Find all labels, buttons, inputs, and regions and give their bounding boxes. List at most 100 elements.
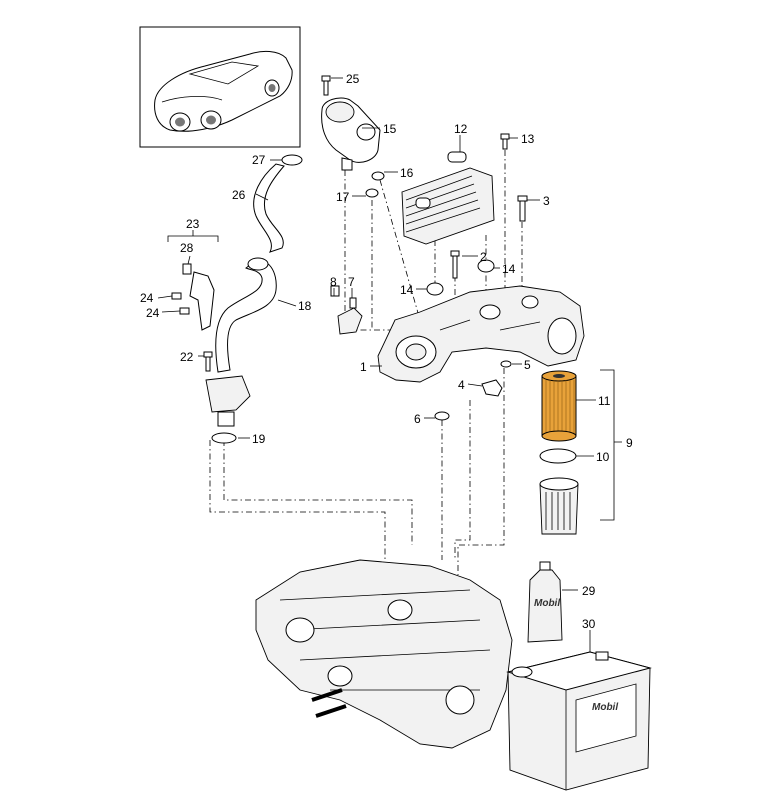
- bracket-body: [189, 271, 215, 331]
- part-24-bolt-lower: [179, 307, 190, 315]
- canister-spout: [511, 666, 533, 678]
- car-windshield: [188, 61, 260, 85]
- part-14-seal-left: [426, 282, 444, 296]
- housing-port-2: [521, 295, 539, 309]
- car-front-hub: [175, 117, 185, 127]
- bolt-head: [321, 75, 331, 82]
- leader-18: [277, 299, 297, 307]
- bolt-shank: [323, 80, 329, 96]
- cooler-body: [401, 167, 495, 245]
- callout-1: 1: [360, 360, 367, 374]
- housing-filter-seat: [547, 317, 577, 355]
- engine-studs: [311, 688, 347, 718]
- callout-28: 28: [180, 241, 194, 255]
- engine-cam-right: [445, 685, 475, 715]
- part-3-bolt: [517, 195, 528, 222]
- part-25-bolt: [321, 75, 331, 96]
- bottle-cap: [539, 561, 551, 571]
- filter-cap-ribs: [545, 492, 571, 530]
- part-26-hose: [253, 163, 285, 253]
- canister-handle: [595, 651, 609, 661]
- bolt-22-shank: [205, 356, 211, 372]
- part-29-oil-bottle: Mobil: [527, 561, 563, 643]
- cooler-pipe-2: [415, 197, 431, 209]
- car-line: [161, 96, 223, 103]
- callout-18: 18: [298, 299, 312, 313]
- clamp-ring: [281, 154, 303, 166]
- callout-29: 29: [582, 584, 596, 598]
- part-8-bolt: [330, 285, 340, 297]
- callout-15: 15: [383, 122, 397, 136]
- engine-block-ribs: [279, 589, 491, 691]
- bolt-13-head: [500, 133, 510, 140]
- part-10-o-ring: [539, 448, 577, 464]
- engine-pulley: [327, 665, 353, 687]
- part-2-bolt: [450, 250, 460, 279]
- dash-line-18: [223, 440, 413, 545]
- callout-27: 27: [252, 153, 266, 167]
- callout-8: 8: [330, 275, 337, 289]
- bracket-9: [600, 369, 622, 521]
- part-12-oil-cooler: [401, 151, 495, 245]
- part-22-bolt: [203, 351, 213, 372]
- callout-24-lower: 24: [146, 306, 160, 320]
- canister-label-area: [575, 683, 637, 753]
- callout-25: 25: [346, 72, 360, 86]
- part-11-filter-element: [541, 370, 577, 442]
- leader-lines: [157, 77, 596, 652]
- sensor-pin: [349, 297, 357, 309]
- housing-boss-inner: [405, 343, 427, 361]
- canister-top: [506, 651, 652, 691]
- part-19-o-ring: [211, 432, 237, 444]
- leader-4: [467, 383, 483, 387]
- bracket-23: [167, 230, 219, 242]
- bottle-brand: Mobil: [534, 598, 560, 609]
- filter-pleats: [545, 380, 575, 434]
- bolt-2-head: [450, 250, 460, 257]
- engine-cam-center: [387, 599, 413, 621]
- part-14-seal-right: [477, 259, 495, 273]
- callout-14-left: 14: [400, 283, 414, 297]
- part-13-bolt: [500, 133, 510, 150]
- car-rear-hub: [268, 84, 276, 92]
- part-28-clip: [182, 263, 192, 275]
- filter-cap-top: [539, 477, 579, 491]
- callout-16: 16: [400, 166, 414, 180]
- engine-cam-left: [285, 617, 315, 643]
- callout-9: 9: [626, 436, 633, 450]
- pipe-body: [215, 260, 277, 373]
- callout-17: 17: [336, 190, 350, 204]
- leader-26: [255, 193, 269, 201]
- housing-neck: [341, 157, 353, 171]
- part-6-ring: [434, 411, 450, 421]
- callout-7: 7: [348, 275, 355, 289]
- pipe-stub: [217, 411, 235, 427]
- part-17-o-ring: [365, 188, 379, 198]
- bolt-3-head: [517, 195, 528, 202]
- housing-ribs: [439, 319, 541, 331]
- filter-element-bottom: [541, 430, 577, 442]
- dash-line-4: [454, 400, 471, 560]
- part-16-o-ring: [371, 171, 385, 181]
- callout-6: 6: [414, 412, 421, 426]
- part-27-clamp: [281, 154, 303, 166]
- part-24-bolt-upper: [171, 292, 182, 300]
- part-1-housing: [377, 285, 585, 383]
- part-5-seal: [500, 360, 512, 368]
- callout-30: 30: [582, 617, 596, 631]
- leader-28: [187, 255, 191, 265]
- cooler-pipe-1: [447, 151, 467, 163]
- canister-brand: Mobil: [592, 702, 618, 713]
- callout-3: 3: [543, 194, 550, 208]
- sensor-body: [337, 307, 363, 335]
- part-7-sensor: [337, 297, 363, 335]
- bolt-2-shank: [452, 255, 458, 279]
- callout-12: 12: [454, 122, 468, 136]
- callout-13: 13: [521, 132, 535, 146]
- dash-line-16: [379, 179, 421, 321]
- callout-10: 10: [596, 450, 610, 464]
- bolt-22-head: [203, 351, 213, 358]
- pipe-flange: [205, 375, 251, 413]
